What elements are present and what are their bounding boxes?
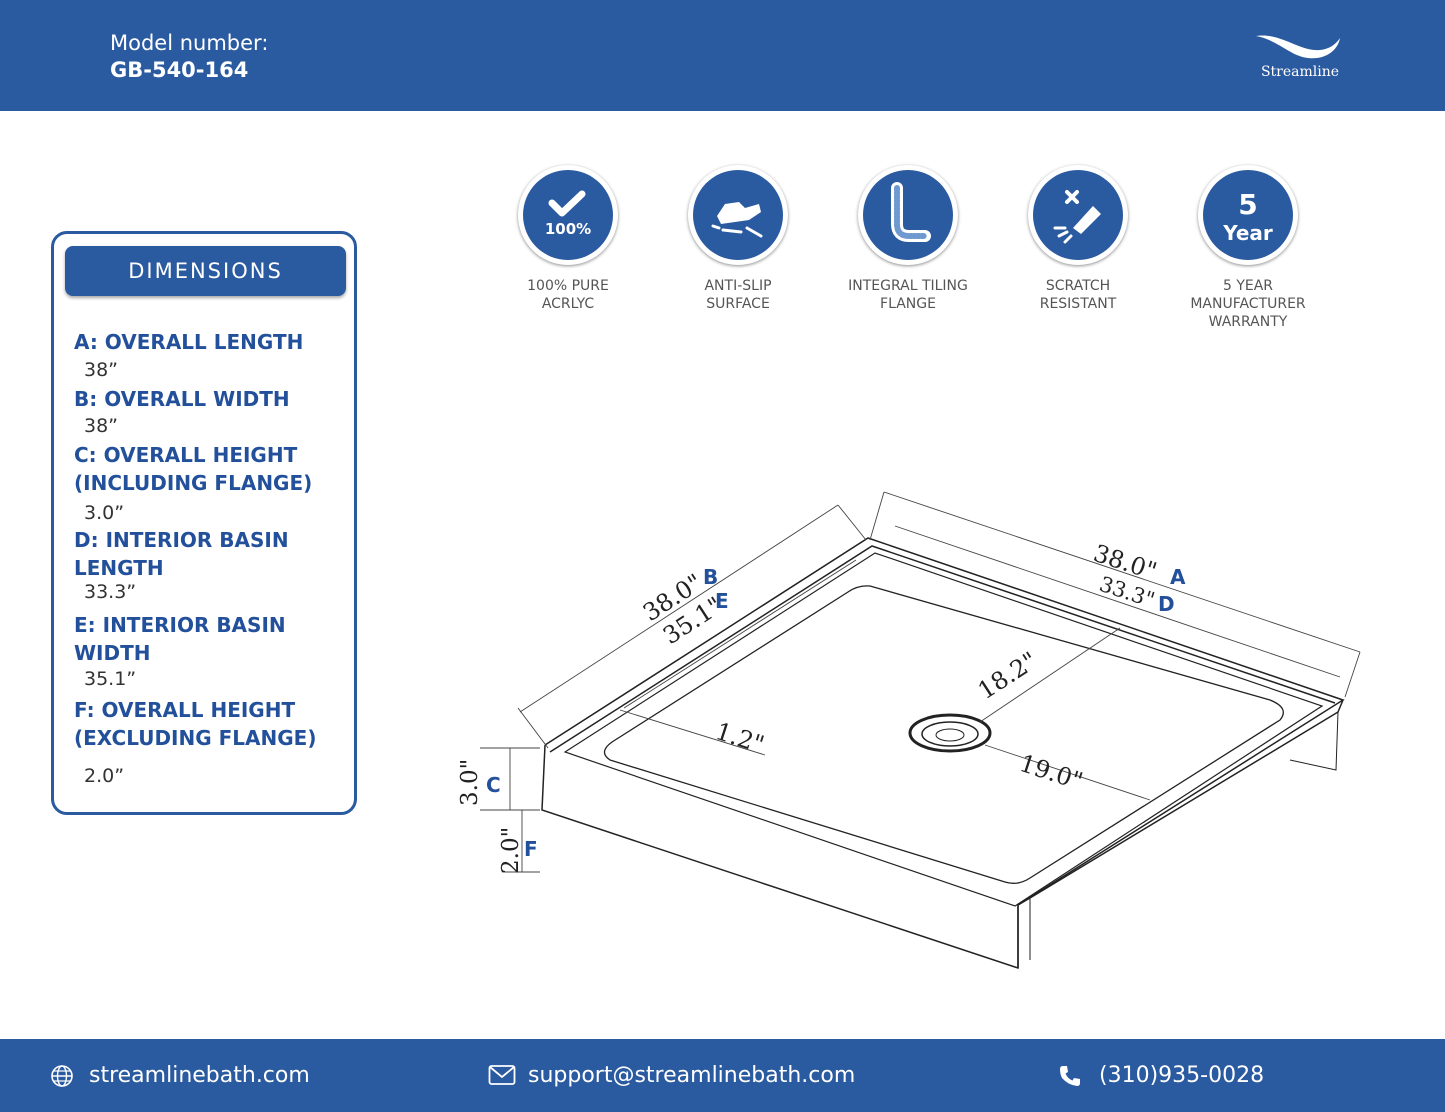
- wall-thickness-value: 1.2": [712, 717, 767, 759]
- scratch-resistant-icon: [1053, 190, 1101, 244]
- streamline-logo-icon: [1256, 35, 1340, 59]
- dim-e-letter: E: [715, 589, 729, 613]
- dim-d-label-line-2: LENGTH: [74, 556, 164, 580]
- feature-caption: ANTI-SLIP SURFACE: [704, 278, 772, 312]
- badge-100-text: 100%: [545, 220, 591, 238]
- dim-d-label-line-1: D: INTERIOR BASIN: [74, 528, 289, 552]
- dim-b-letter: B: [703, 565, 718, 589]
- phone-icon: [1060, 1066, 1080, 1086]
- dim-b-value: 38”: [84, 415, 119, 437]
- footer-bar: [0, 1039, 1445, 1112]
- phone-link[interactable]: (310)935-0028: [1099, 1063, 1265, 1088]
- dim-c-value: 3.0”: [84, 502, 125, 524]
- email-link[interactable]: support@streamlinebath.com: [528, 1063, 856, 1088]
- dim-c-label: C: OVERALL HEIGHT (INCLUDING FLANGE): [74, 441, 354, 497]
- feature-badge: [688, 165, 788, 265]
- dim-c-label-line-1: C: OVERALL HEIGHT: [74, 443, 298, 467]
- dim-b-label-line: B: OVERALL WIDTH: [74, 387, 290, 411]
- dim-f-value: 2.0”: [84, 765, 125, 787]
- feature-badge: 5 Year: [1198, 165, 1298, 265]
- dim-b-label: B: OVERALL WIDTH: [74, 385, 354, 413]
- dim-e-value: 35.1”: [84, 668, 137, 690]
- model-number-label: Model number:: [110, 31, 269, 55]
- anti-slip-shoe-icon: [711, 202, 763, 238]
- dim-c-label-line-2: (INCLUDING FLANGE): [74, 471, 313, 495]
- dimensions-panel: [51, 231, 357, 815]
- feature-caption: INTEGRAL TILING FLANGE: [848, 278, 968, 312]
- shower-base-drawing: 38.0" 35.1" 38.0" 33.3" 18.2" 19.0" 1.2"…: [457, 491, 1361, 970]
- website-link[interactable]: streamlinebath.com: [89, 1063, 310, 1088]
- drain-depth-value: 18.2": [973, 646, 1042, 705]
- dim-a-label: A: OVERALL LENGTH: [74, 328, 354, 356]
- feature-badge: [858, 165, 958, 265]
- globe-icon: [51, 1065, 73, 1087]
- dim-f-label-line-2: (EXCLUDING FLANGE): [74, 726, 317, 750]
- mail-icon: [488, 1065, 516, 1085]
- dimensions-title: DIMENSIONS: [65, 246, 346, 296]
- dim-f-label: F: OVERALL HEIGHT (EXCLUDING FLANGE): [74, 696, 354, 752]
- checkmark-100-icon: 100%: [545, 190, 591, 238]
- warranty-year-text: Year: [1222, 221, 1273, 245]
- dim-c-letter: C: [486, 773, 501, 797]
- dim-e-label: E: INTERIOR BASIN WIDTH: [74, 611, 354, 667]
- dim-a-value: 38”: [84, 359, 119, 381]
- dim-a-label-line: A: OVERALL LENGTH: [74, 330, 304, 354]
- dim-a-letter: A: [1170, 565, 1186, 589]
- dim-d-letter: D: [1158, 592, 1175, 616]
- drain-side-value: 19.0": [1016, 749, 1086, 796]
- model-number-value: GB-540-164: [110, 58, 249, 82]
- tiling-flange-icon: [891, 182, 931, 242]
- dim-e-label-line-2: WIDTH: [74, 641, 151, 665]
- feature-badge: [1028, 165, 1128, 265]
- feature-caption: SCRATCH RESISTANT: [1039, 278, 1117, 312]
- dim-d-label: D: INTERIOR BASIN LENGTH: [74, 526, 354, 582]
- dim-d-value: 33.3”: [84, 581, 137, 603]
- dim-f-letter: F: [524, 837, 538, 861]
- feature-caption: 100% PURE ACRLYC: [527, 278, 609, 312]
- header-bar: [0, 0, 1445, 111]
- dim-c-drawing-value: 3.0": [457, 759, 483, 806]
- dim-e-label-line-1: E: INTERIOR BASIN: [74, 613, 286, 637]
- brand-name: Streamline: [1260, 64, 1340, 80]
- dim-f-label-line-1: F: OVERALL HEIGHT: [74, 698, 296, 722]
- warranty-5-year-icon: 5 Year: [1222, 188, 1273, 245]
- feature-badge: 100%: [518, 165, 618, 265]
- warranty-number: 5: [1238, 188, 1257, 221]
- feature-caption: 5 YEAR MANUFACTURER WARRANTY: [1190, 278, 1306, 330]
- dim-f-drawing-value: 2.0": [498, 827, 524, 874]
